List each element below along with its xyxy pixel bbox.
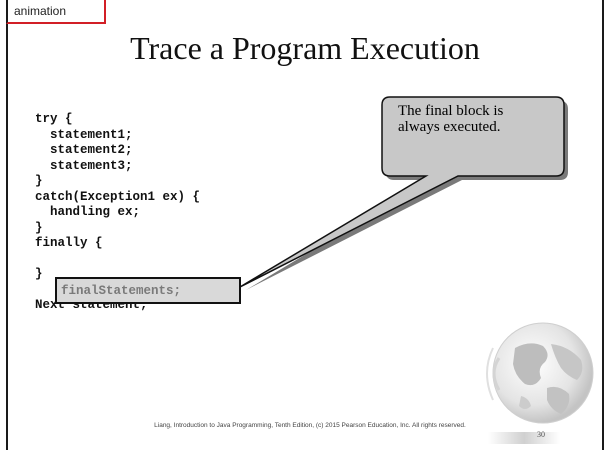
code-line: finally { bbox=[35, 236, 103, 250]
globe-icon bbox=[486, 322, 594, 424]
code-line: try { bbox=[35, 112, 73, 126]
code-line: handling ex; bbox=[35, 205, 141, 219]
footer-copyright: Liang, Introduction to Java Programming,… bbox=[154, 422, 466, 429]
code-line: statement1; bbox=[35, 127, 133, 142]
page-number: 30 bbox=[537, 430, 545, 439]
animation-label: animation bbox=[14, 4, 67, 18]
highlighted-statement: finalStatements; bbox=[61, 284, 182, 298]
page-number-bar bbox=[488, 432, 560, 444]
slide-title: Trace a Program Execution bbox=[130, 30, 480, 66]
callout-bubble bbox=[239, 96, 565, 288]
code-line: statement3; bbox=[35, 158, 133, 173]
slide-border-left bbox=[6, 0, 8, 450]
highlighted-statement-box: finalStatements; bbox=[55, 277, 241, 304]
code-line: statement2; bbox=[35, 143, 133, 157]
code-line: } bbox=[35, 174, 43, 188]
code-line: } bbox=[35, 267, 43, 281]
code-line: catch(Exception1 ex) { bbox=[35, 189, 201, 204]
callout-text: The final block is always executed. bbox=[398, 103, 504, 135]
code-line: } bbox=[35, 220, 43, 235]
animation-tag: animation bbox=[6, 0, 106, 24]
slide-border-right bbox=[602, 0, 604, 450]
